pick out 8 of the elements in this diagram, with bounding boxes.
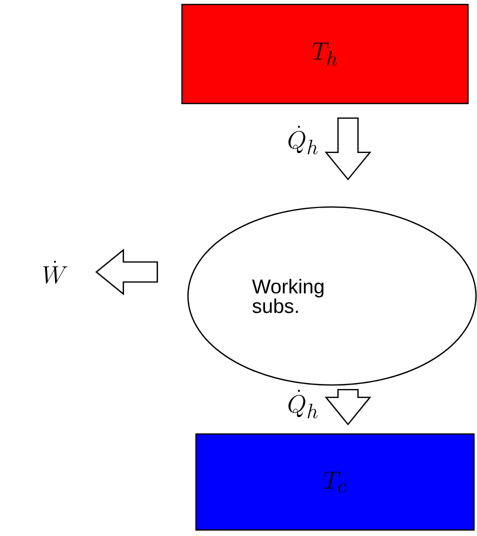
block-arrow: [324, 118, 372, 180]
reservoir-box: $T_c$: [195, 433, 475, 531]
edge-label: $\dot{Q}_h$: [288, 390, 318, 418]
reservoir-box: $T_h$: [181, 4, 469, 104]
edge-label: $\dot{Q}_h$: [288, 126, 318, 154]
block-arrow: [324, 389, 372, 426]
power-symbol: $\dot{W}$: [43, 260, 68, 284]
block-arrow: [95, 248, 158, 296]
